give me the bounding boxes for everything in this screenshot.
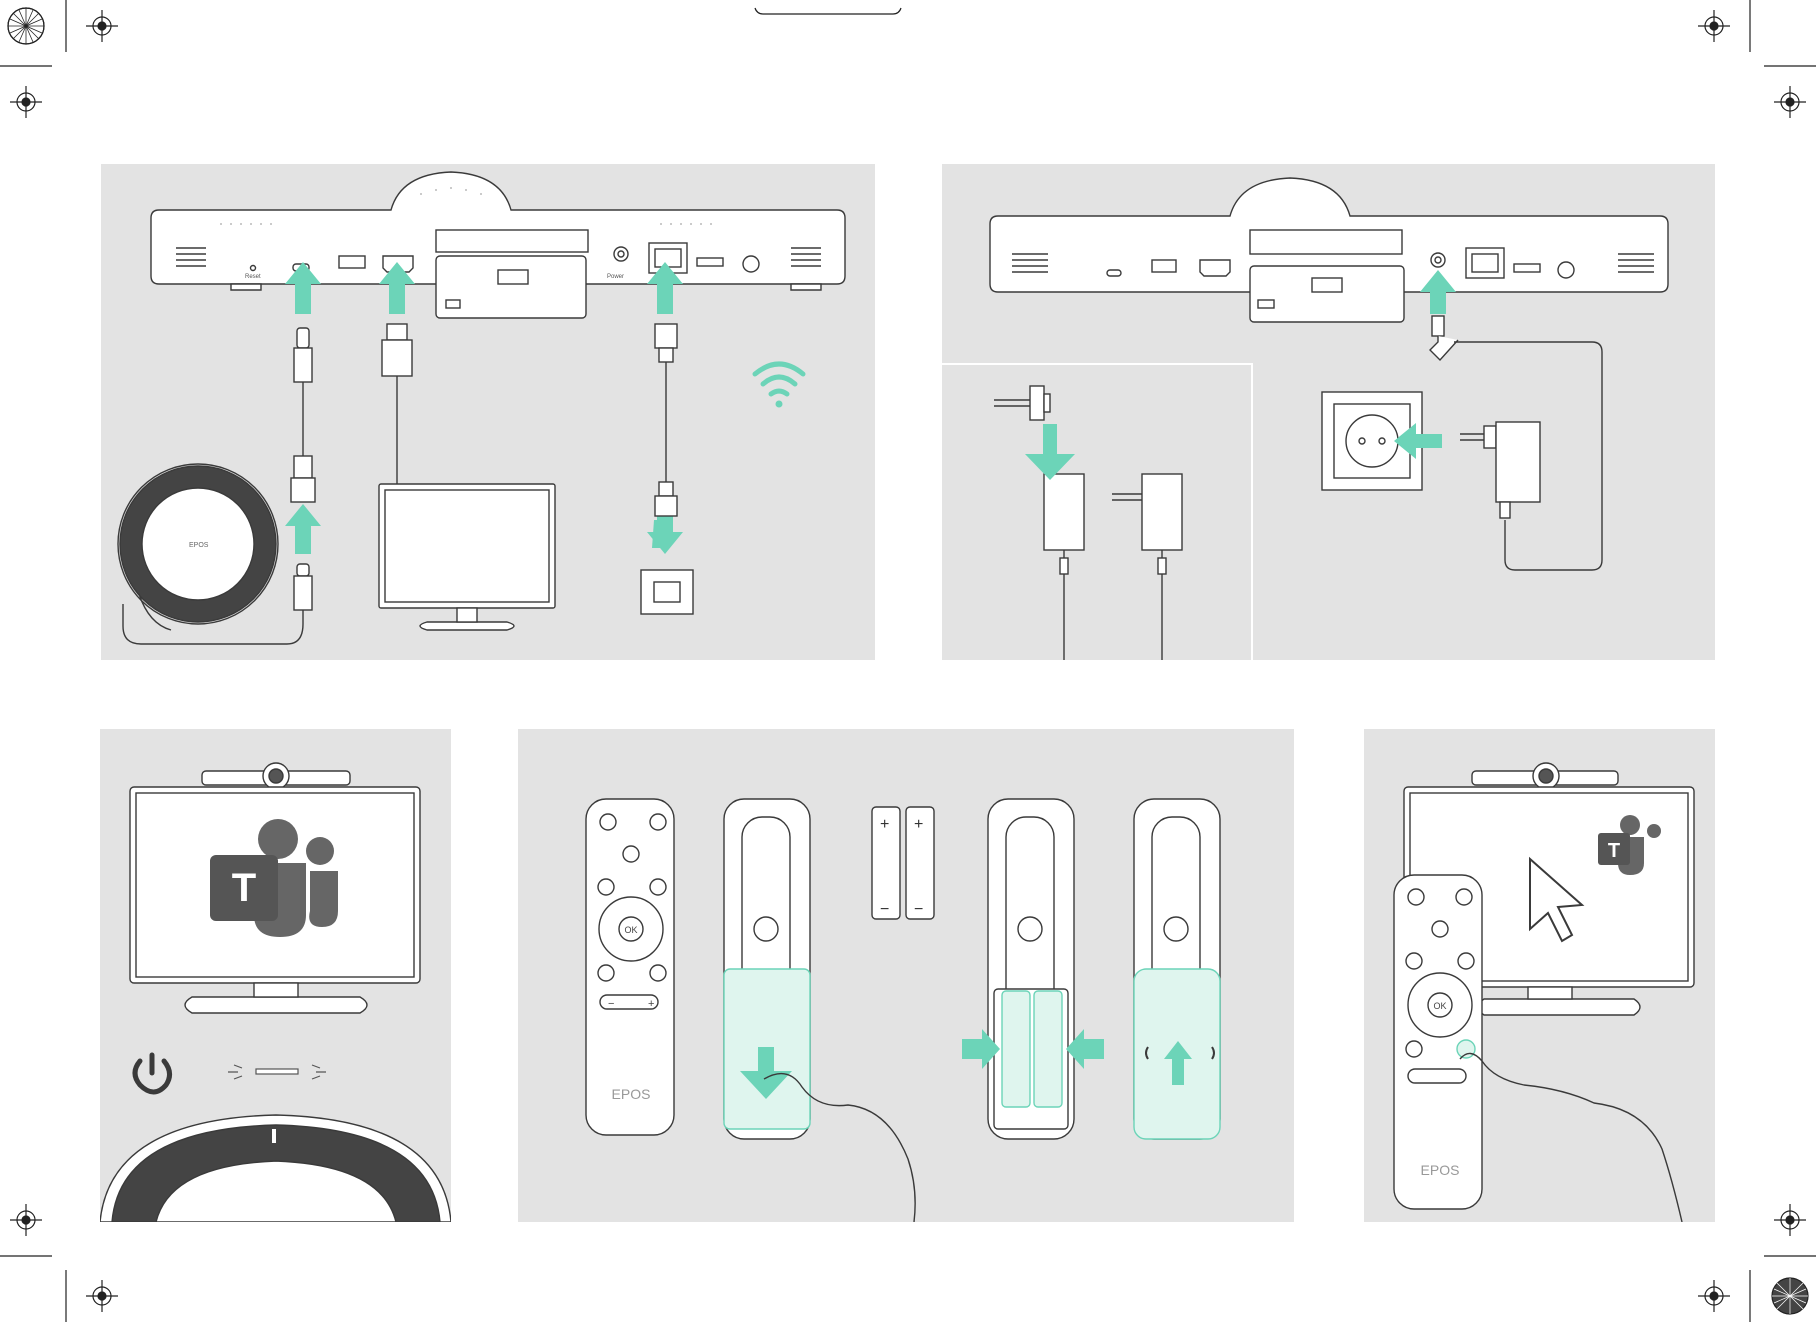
- registration-mark-icon: [1774, 86, 1806, 118]
- remote-brand: EPOS: [612, 1086, 651, 1102]
- bluetooth-icon: [272, 1129, 276, 1143]
- power-icon: [135, 1055, 170, 1092]
- battery-plus: +: [914, 816, 923, 833]
- batteries-illustration: OK − + EPOS + + − −: [518, 729, 1294, 1222]
- battery-minus: −: [914, 901, 923, 918]
- usb-a-port: [339, 256, 365, 268]
- registration-mark-icon: [1698, 10, 1730, 42]
- teams-letter: T: [1608, 840, 1620, 862]
- reset-port: [251, 266, 256, 271]
- sd-slot: [697, 258, 723, 266]
- label-area: [436, 230, 588, 252]
- panel-remote-batteries: OK − + EPOS + + − −: [518, 729, 1294, 1222]
- panel-remote-teams: T OK EPOS: [1364, 729, 1715, 1222]
- remote-teams-illustration: T OK EPOS: [1364, 729, 1715, 1222]
- plus-label: +: [648, 998, 654, 1010]
- remote-brand: EPOS: [1421, 1162, 1460, 1178]
- battery-plus: +: [880, 816, 889, 833]
- panel-power: [942, 164, 1715, 660]
- power-label: Power: [607, 274, 624, 280]
- minus-label: −: [608, 998, 614, 1010]
- speaker-brand: EPOS: [189, 542, 209, 549]
- connections-illustration: EPOS: [101, 164, 875, 660]
- ok-label: OK: [624, 925, 637, 935]
- registration-mark-icon: [1774, 1204, 1806, 1236]
- reset-label: Reset: [245, 274, 261, 280]
- power-on-illustration: T: [100, 729, 451, 1222]
- panel-power-on: T: [100, 729, 451, 1222]
- registration-mark-icon: [10, 86, 42, 118]
- remote-control: [1394, 875, 1482, 1209]
- power-button: [743, 256, 759, 272]
- registration-mark-icon: [8, 8, 44, 44]
- registration-mark-icon: [10, 1204, 42, 1236]
- registration-mark-icon: [86, 1280, 118, 1312]
- panel-connections: EPOS Reset Power: [101, 164, 875, 660]
- ethernet-port-icon: [641, 570, 693, 614]
- teams-letter: T: [232, 866, 256, 910]
- monitor: [379, 484, 555, 630]
- registration-mark-icon: [1698, 1280, 1730, 1312]
- power-illustration: [942, 164, 1715, 660]
- remote-control: [586, 799, 674, 1135]
- ok-label: OK: [1433, 1001, 1446, 1011]
- registration-mark-icon: [86, 10, 118, 42]
- battery-minus: −: [880, 901, 889, 918]
- mount-bracket: [436, 256, 586, 318]
- wifi-icon: [755, 364, 803, 394]
- registration-mark-icon: [1772, 1278, 1808, 1314]
